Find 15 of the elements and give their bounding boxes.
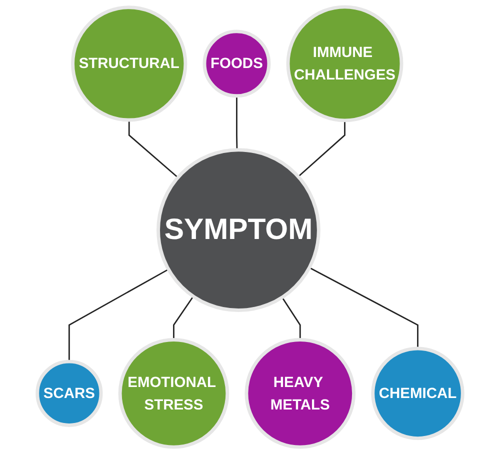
node-circle: HEAVY METALS xyxy=(244,338,356,449)
node-circle: SYMPTOM xyxy=(156,148,320,312)
node-circle: CHEMICAL xyxy=(371,346,464,440)
connector xyxy=(173,296,194,340)
connector xyxy=(298,120,346,178)
node-circle: FOODS xyxy=(202,30,271,98)
node-circle: EMOTIONAL STRESS xyxy=(118,338,230,449)
node-circle: STRUCTURAL xyxy=(71,6,188,122)
connector xyxy=(128,120,178,178)
connector xyxy=(236,96,238,150)
node-circle: SCARS xyxy=(36,360,103,427)
connector xyxy=(282,296,301,340)
connector xyxy=(68,268,169,362)
node-circle: IMMUNE CHALLENGES xyxy=(286,5,404,122)
connector xyxy=(309,267,418,348)
